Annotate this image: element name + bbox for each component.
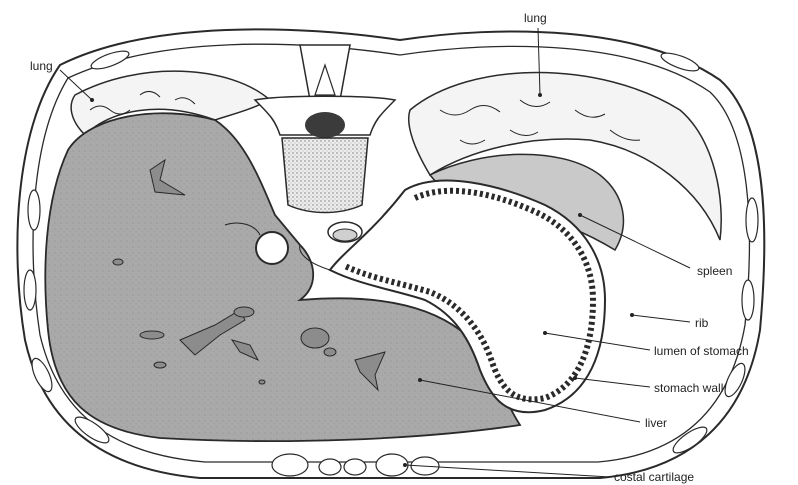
- label-spleen: spleen: [697, 264, 732, 278]
- label-rib: rib: [695, 316, 709, 330]
- label-costal-cartilage: costal cartilage: [614, 470, 694, 484]
- label-liver: liver: [645, 416, 667, 430]
- label-stomach-wall: stomach wall: [654, 381, 723, 395]
- label-lung-left: lung: [30, 59, 53, 73]
- label-lumen-of-stomach: lumen of stomach: [654, 344, 749, 358]
- label-lung-right: lung: [524, 11, 547, 25]
